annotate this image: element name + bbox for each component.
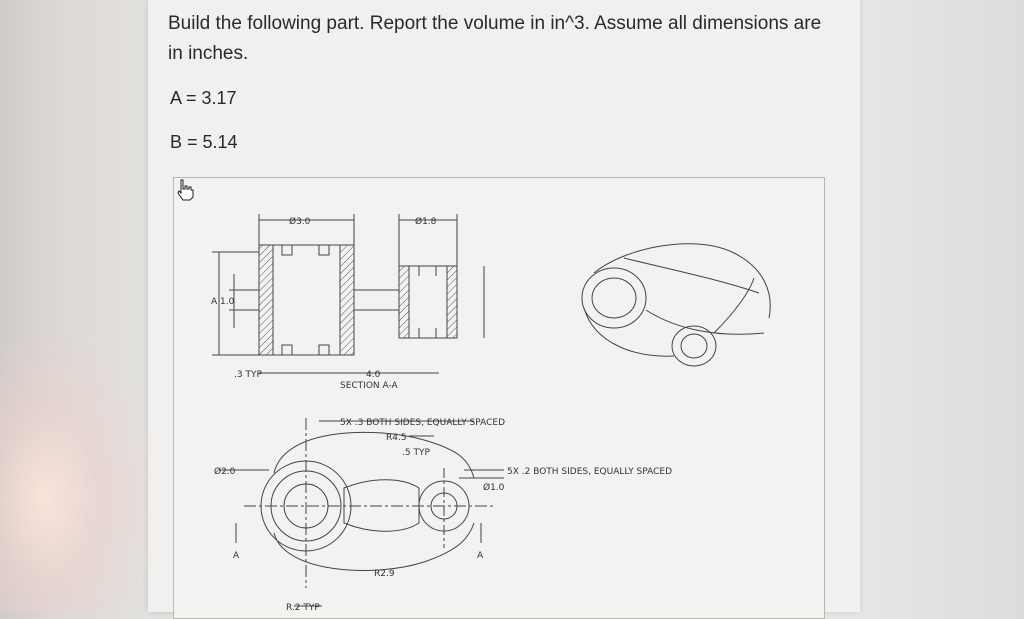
arm-cutout [343, 479, 420, 532]
dim-r4-5: R4.5 [386, 433, 407, 443]
section-label: SECTION A-A [340, 381, 399, 391]
front-outline-bottom [273, 522, 475, 571]
label-a-1-0: A 1.0 [211, 297, 235, 307]
isometric-view [581, 243, 771, 367]
engineering-drawing: Ø3.0 Ø1.8 A 1.0 .3 TYP 4.0 SECTION A-A 5… [173, 177, 825, 619]
dim-dia-1-8: Ø1.8 [415, 216, 437, 227]
front-outline-top [273, 431, 475, 479]
dim-5-typ: .5 TYP [402, 448, 430, 458]
section-mark-right: A [477, 551, 484, 561]
dim-dia-2-0: Ø2.0 [214, 466, 236, 477]
screen-glare [0, 330, 150, 612]
section-left-wall-r [339, 244, 355, 356]
dim-r2-9: R2.9 [374, 569, 395, 579]
drawing-svg: Ø3.0 Ø1.8 A 1.0 .3 TYP 4.0 SECTION A-A 5… [211, 214, 771, 613]
parameter-b: B = 5.14 [170, 132, 238, 152]
hand-cursor-icon [177, 179, 194, 201]
question-text: Build the following part. Report the vol… [168, 13, 822, 64]
note-5x-2: 5X .2 BOTH SIDES, EQUALLY SPACED [507, 467, 672, 477]
section-mark-left: A [233, 551, 240, 561]
label-3-typ: .3 TYP [234, 370, 262, 380]
note-5x-3: 5X .3 BOTH SIDES, EQUALLY SPACED [340, 418, 505, 428]
dim-dia-3: Ø3.0 [289, 216, 311, 227]
parameter-a: A = 3.17 [170, 88, 237, 108]
dim-4-0: 4.0 [366, 370, 381, 380]
section-left-wall-l [258, 244, 274, 356]
question-card: Build the following part. Report the vol… [148, 0, 860, 619]
dim-dia-1-0: Ø1.0 [483, 482, 505, 493]
dim-r2-typ: R.2 TYP [286, 603, 320, 613]
